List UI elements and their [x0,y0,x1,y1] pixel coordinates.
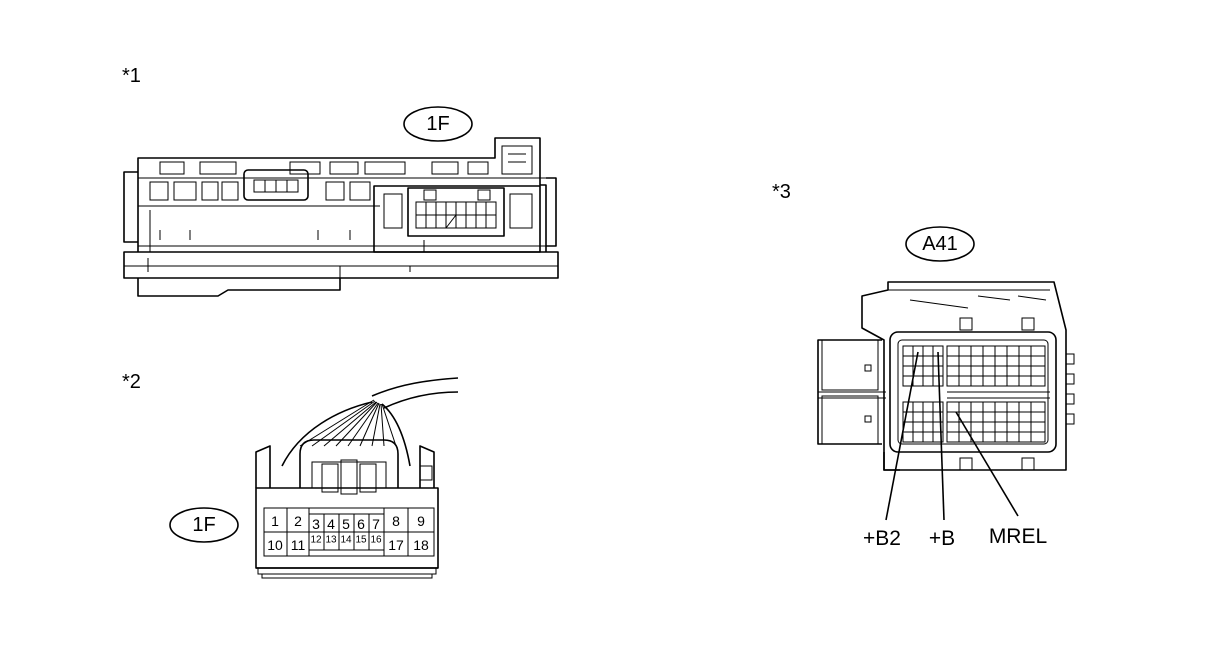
pin-1: 1 [271,513,279,529]
pin-4: 4 [327,516,335,532]
leader-mrel [955,411,1019,517]
pin-15: 15 [355,535,367,546]
terminal-label-b: +B [929,527,955,550]
pin-5: 5 [342,516,350,532]
pin-7: 7 [372,516,380,532]
label-1f-top: 1F [426,113,449,135]
connector-a41-drawing [817,281,1075,471]
pin-8: 8 [392,513,400,529]
bubble-1f-top [403,106,473,142]
pin-2: 2 [294,513,302,529]
leader-b [937,351,945,521]
pin-16: 16 [370,535,382,546]
pin-9: 9 [417,513,425,529]
pin-11: 11 [291,537,306,553]
leader-b2 [885,351,919,521]
label-a41: A41 [922,233,958,255]
terminal-label-mrel: MREL [989,525,1047,548]
terminal-label-b2: +B2 [863,527,901,550]
callout-3: *3 [772,181,791,203]
pin-6: 6 [357,516,365,532]
connector-1f-harness-drawing [255,377,459,579]
pin-13: 13 [325,535,337,546]
pin-14: 14 [340,535,352,546]
pin-18: 18 [413,537,429,553]
pin-3: 3 [312,516,320,532]
ecu-assembly-drawing [123,137,559,297]
label-1f-face: 1F [192,514,215,536]
callout-1: *1 [122,65,141,87]
bubble-1f-face [169,507,239,543]
bubble-a41 [905,226,975,262]
callout-2: *2 [122,371,141,393]
pin-10: 10 [267,537,283,553]
pin-12: 12 [310,535,322,546]
pin-17: 17 [388,537,404,553]
